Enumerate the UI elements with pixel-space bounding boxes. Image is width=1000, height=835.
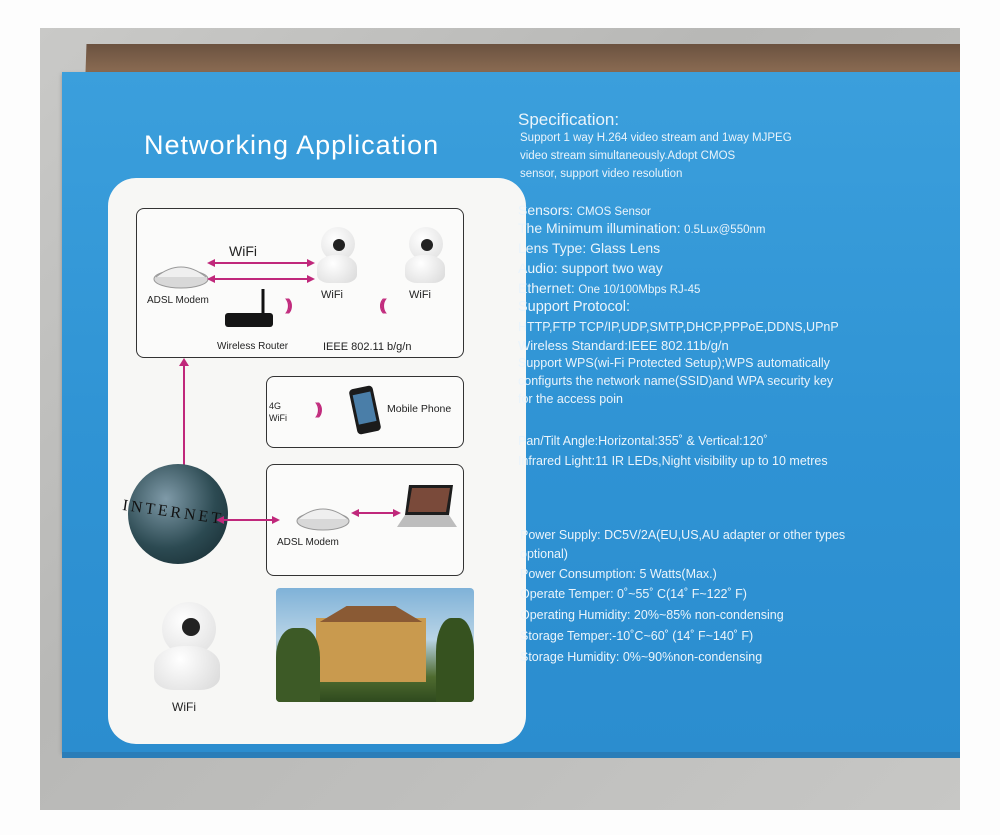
sensors-line: Sensors: CMOS Sensor <box>518 202 651 218</box>
wifi-small-label: WiFi <box>269 413 287 423</box>
camera-1-label: WiFi <box>321 289 343 301</box>
spec-intro-line-1: Support 1 way H.264 video stream and 1wa… <box>520 132 792 144</box>
left-tree <box>276 628 320 702</box>
product-box: Networking Application ADSL Modem WiFi <box>62 72 960 752</box>
house-roof <box>319 606 423 622</box>
power-line-5: Operating Humidity: 20%~85% non-condensi… <box>520 608 784 622</box>
power-line-7: Storage Humidity: 0%~90%non-condensing <box>520 650 763 664</box>
wifi-link-arrows <box>207 259 315 283</box>
protocols-line: HTTP,FTP TCP/IP,UDP,SMTP,DHCP,PPPoE,DDNS… <box>518 320 839 334</box>
power-line-6: Storage Temper:-10˚C~60˚ (14˚ F~140˚ F) <box>520 629 754 643</box>
min-illumination-line: The Minimum illumination: 0.5Lux@550nm <box>518 220 766 236</box>
modem-laptop-arrow <box>351 509 401 517</box>
home-network-frame: ADSL Modem WiFi WiFi <box>136 208 464 358</box>
ieee-standard-label: IEEE 802.11 b/g/n <box>323 341 412 353</box>
infrared-line: Infrared Light:11 IR LEDs,Night visibili… <box>518 454 828 468</box>
camera-1-icon <box>311 227 361 287</box>
wps-line-1: Support WPS(wi-Fi Protected Setup);WPS a… <box>518 356 830 370</box>
wireless-router-icon <box>225 289 273 327</box>
router-signal-waves: ))) <box>285 297 293 314</box>
audio-line: Audio: support two way <box>518 260 663 276</box>
mobile-phone-label: Mobile Phone <box>387 403 452 415</box>
camera-2-icon <box>399 227 449 287</box>
wps-line-2: configurts the network name(SSID)and WPA… <box>518 374 834 388</box>
adsl-modem-label: ADSL Modem <box>147 295 209 306</box>
box-top-edge <box>85 44 960 72</box>
wireless-router-label: Wireless Router <box>217 341 289 352</box>
mobile-phone-icon <box>349 385 381 435</box>
4g-label: 4G <box>269 401 282 411</box>
house-photo <box>276 588 474 702</box>
network-diagram-panel: ADSL Modem WiFi WiFi <box>108 178 526 744</box>
wifi-link-label: WiFi <box>229 243 257 259</box>
lens-type-line: Lens Type: Glass Lens <box>518 240 661 256</box>
wireless-standard-line: Wireless Standard:IEEE 802.11b/g/n <box>518 338 729 353</box>
adsl-modem-2-label: ADSL Modem <box>277 537 339 548</box>
internet-laptop-frame: ADSL Modem <box>266 464 464 576</box>
camera-2-label: WiFi <box>409 289 431 301</box>
power-line-3: Power Consumption: 5 Watts(Max.) <box>520 567 717 581</box>
power-line-2: optional) <box>520 547 568 561</box>
adsl-modem-2-icon <box>296 508 350 531</box>
bottom-camera-label: WiFi <box>172 700 196 714</box>
internet-modem-arrow <box>216 516 280 524</box>
ethernet-line: Ethernet: One 10/100Mbps RJ-45 <box>518 280 701 296</box>
spec-intro-line-3: sensor, support video resolution <box>520 168 683 180</box>
power-line-1: Power Supply: DC5V/2A(EU,US,AU adapter o… <box>520 528 846 542</box>
box-bottom-edge <box>62 752 960 758</box>
pan-tilt-line: Pan/Tilt Angle:Horizontal:355˚ & Vertica… <box>518 434 768 448</box>
mobile-phone-frame: 4G WiFi ))) Mobile Phone <box>266 376 464 448</box>
wifi-camera-icon <box>154 602 224 692</box>
laptop-icon <box>397 485 457 527</box>
support-protocol-line: Support Protocol: <box>518 299 631 315</box>
photo-background: Networking Application ADSL Modem WiFi <box>40 28 960 810</box>
adsl-modem-icon <box>153 266 209 289</box>
spec-intro-line-2: video stream simultaneously.Adopt CMOS <box>520 150 736 162</box>
phone-signal-waves: ))) <box>315 401 323 418</box>
camera-signal-waves: ((( <box>379 297 387 314</box>
specification-heading: Specification: <box>518 110 620 129</box>
house-building <box>316 618 426 682</box>
internet-globe-icon <box>128 464 228 564</box>
networking-application-title: Networking Application <box>144 130 440 160</box>
right-tree <box>436 618 474 702</box>
power-line-4: Operate Temper: 0˚~55˚ C(14˚ F~122˚ F) <box>520 587 747 601</box>
wps-line-3: for the access poin <box>518 392 623 406</box>
